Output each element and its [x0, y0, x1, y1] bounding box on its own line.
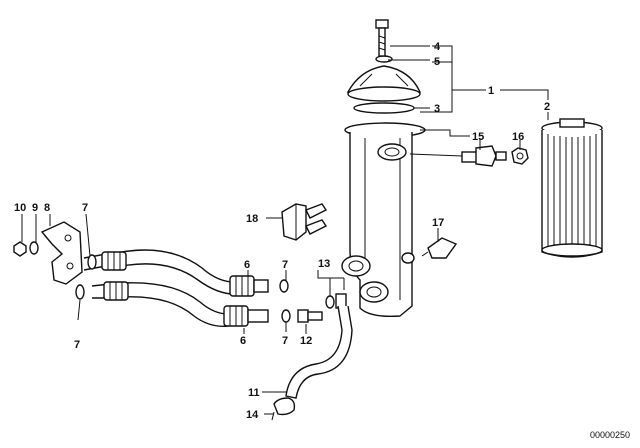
callout-6-lower: 6	[240, 335, 246, 347]
callouts: 1 2 3 4 5 6 6 7 7 7 7 8 9 10 11 12 13 14…	[14, 41, 550, 421]
callout-18: 18	[246, 213, 258, 225]
mounting-nut	[13, 241, 27, 257]
mounting-washer	[29, 241, 39, 255]
drain-hose	[285, 293, 353, 399]
callout-2: 2	[544, 101, 550, 113]
callout-7-upper-right: 7	[282, 259, 288, 271]
callout-15: 15	[472, 131, 484, 143]
callout-10: 10	[14, 202, 26, 214]
hose-clamp	[271, 397, 296, 421]
hex-nut	[511, 147, 529, 165]
callout-9: 9	[32, 202, 38, 214]
callout-12: 12	[300, 335, 312, 347]
seal-ring	[279, 279, 289, 293]
mounting-plate	[40, 221, 83, 285]
oil-hose-lower	[75, 281, 269, 327]
callout-5: 5	[434, 56, 440, 68]
callout-1: 1	[488, 85, 494, 97]
callout-11: 11	[248, 387, 260, 399]
seal-ring	[325, 295, 335, 309]
callout-4: 4	[434, 41, 441, 53]
leader-lines	[21, 45, 549, 415]
callout-7-lower-right: 7	[282, 335, 288, 347]
callout-7-top-left: 7	[82, 202, 88, 214]
document-id: 00000250	[590, 430, 630, 440]
oil-sensor	[461, 145, 507, 167]
center-bolt	[375, 19, 389, 57]
filter-cover	[346, 65, 422, 102]
callout-16: 16	[512, 131, 524, 143]
temperature-switch	[421, 237, 458, 259]
seal-ring	[281, 309, 291, 323]
callout-7-bottom-left: 7	[74, 339, 80, 351]
hollow-bolt	[297, 309, 323, 323]
callout-3: 3	[434, 103, 440, 115]
filter-housing	[341, 122, 426, 318]
callout-13: 13	[318, 258, 330, 270]
filter-element	[541, 118, 603, 258]
callout-14: 14	[246, 409, 259, 421]
washer	[375, 55, 393, 63]
callout-8: 8	[44, 202, 50, 214]
oil-hose-upper	[83, 249, 269, 297]
callout-17: 17	[432, 217, 444, 229]
cover-gasket	[353, 102, 415, 114]
hose-bracket	[281, 203, 328, 241]
callout-6-upper: 6	[244, 259, 250, 271]
